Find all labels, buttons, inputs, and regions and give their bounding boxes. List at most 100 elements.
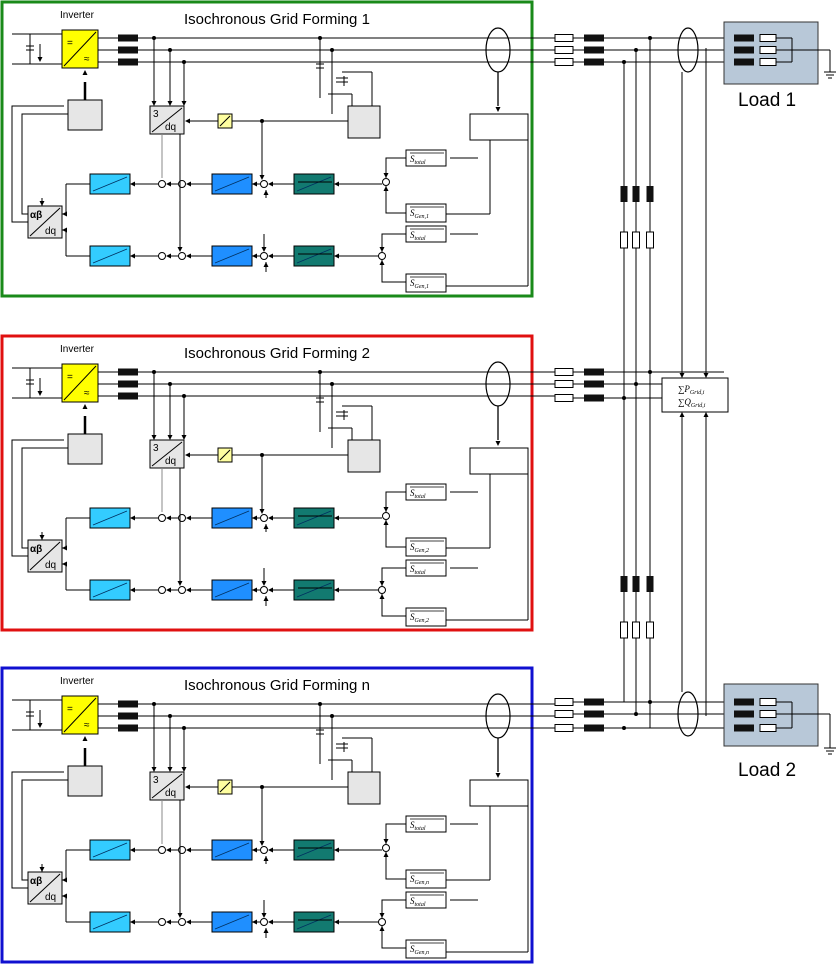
arrow-head (82, 404, 88, 409)
arrow-head (39, 201, 45, 206)
inductor (118, 712, 138, 720)
arrow-head (379, 581, 385, 586)
grid-current-sensor (677, 27, 699, 73)
resistor (554, 710, 574, 718)
arrow-head (82, 736, 88, 741)
inductor (584, 724, 604, 732)
resistor (620, 621, 628, 639)
arrow-head (167, 767, 173, 772)
pwm-block (67, 433, 103, 465)
junction-dot (622, 726, 626, 730)
pwm-block (67, 765, 103, 797)
grid-current-sensor (677, 691, 699, 737)
summing-junction (260, 514, 268, 522)
arrow-head (39, 867, 45, 872)
inductor (734, 46, 754, 54)
block-dq-label: dq (165, 788, 176, 799)
junction-dot (648, 700, 652, 704)
module-2: Isochronous Grid Forming 2Inverter=≈3dqS… (0, 334, 555, 632)
s-total-label-1: Stotal (410, 820, 426, 832)
s-gen-label-1: SGen,n (410, 874, 429, 886)
arrow-head (268, 181, 273, 187)
arrow-head (334, 181, 339, 187)
wire (385, 852, 406, 880)
resistor (632, 621, 640, 639)
arrow-head (252, 847, 257, 853)
arrow-head (379, 260, 385, 265)
grid-sum-q: ∑QGrid,i (678, 397, 706, 409)
module-frame (0, 0, 534, 298)
wire (62, 563, 67, 590)
summing-junction (382, 178, 390, 186)
inductor (584, 34, 604, 42)
arrow-head (130, 515, 135, 521)
inductor (118, 58, 138, 66)
arrow-head (495, 441, 501, 446)
summing-junction (178, 918, 186, 926)
arrow-head (177, 913, 183, 918)
wire (385, 823, 406, 844)
inductor (620, 186, 628, 202)
resistor (759, 698, 777, 706)
summing-junction (260, 846, 268, 854)
resistor (554, 394, 574, 402)
summing-junction (158, 514, 166, 522)
block-diagonal (214, 248, 250, 264)
arrow-head (259, 509, 265, 514)
wire (21, 779, 68, 881)
arrow-head (268, 587, 273, 593)
arrow-head (379, 926, 385, 931)
resistor (554, 724, 574, 732)
arrow-head (259, 841, 265, 846)
arrow-head (37, 723, 43, 728)
arrow-head (151, 435, 157, 440)
inverter-dc-symbol: = (67, 704, 73, 715)
inverter-diagonal (63, 365, 97, 401)
arrow-head (166, 253, 171, 259)
arrow-head (130, 847, 135, 853)
wire (385, 157, 406, 178)
arrow-head (62, 227, 67, 233)
inverter-ac-symbol: ≈ (84, 388, 90, 399)
block-diagonal (296, 842, 332, 858)
arrow-head (151, 101, 157, 106)
block-diagonal (214, 914, 250, 930)
arrow-head (37, 391, 43, 396)
wire (62, 229, 67, 256)
inductor (584, 46, 604, 54)
measurement-block (347, 439, 381, 473)
block-diagonal (92, 176, 128, 192)
arrow-head (186, 587, 191, 593)
inductor (584, 710, 604, 718)
arrow-head (167, 101, 173, 106)
arrow-head (261, 913, 267, 918)
arrow-head (186, 847, 191, 853)
resistor (632, 231, 640, 249)
block-diagonal (92, 914, 128, 930)
block-diagonal (296, 176, 332, 192)
arrow-head (252, 515, 257, 521)
block-diagonal (92, 510, 128, 526)
summing-junction (382, 844, 390, 852)
arrow-head (252, 587, 257, 593)
power-calc-block (469, 779, 529, 807)
arrow-head (62, 211, 67, 217)
arrow-head (383, 173, 389, 178)
wire (381, 567, 406, 586)
arrow-head (130, 253, 135, 259)
resistor (554, 34, 574, 42)
measurement-block (347, 771, 381, 805)
block-diagonal (214, 582, 250, 598)
arrow-head (62, 877, 67, 883)
inductor (646, 576, 654, 592)
junction-dot (648, 370, 652, 374)
arrow-head (263, 262, 269, 267)
arrow-head (703, 373, 709, 378)
arrow-head (495, 773, 501, 778)
arrow-head (334, 847, 339, 853)
inverter-ac-symbol: ≈ (84, 720, 90, 731)
s-gen-label-2: SGen,1 (410, 278, 429, 290)
block-diagonal (92, 248, 128, 264)
arrow-head (130, 181, 135, 187)
